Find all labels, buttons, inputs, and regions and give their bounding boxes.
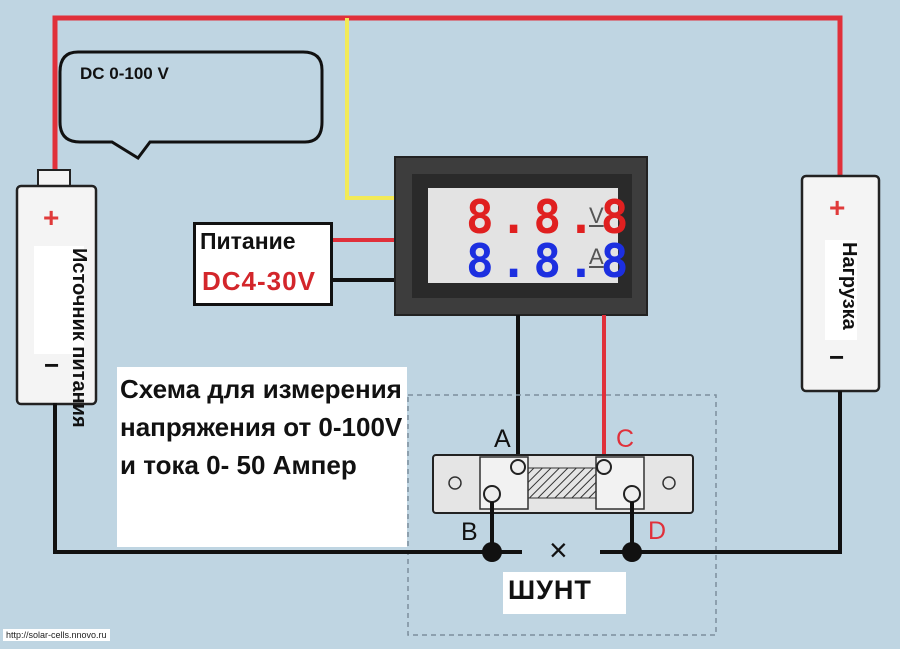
shunt-mount-hole-right [662, 476, 676, 490]
source-minus-sign: − [44, 350, 60, 380]
break-x-mark: × [549, 532, 568, 568]
source-label: Источник питания [68, 248, 90, 428]
voltage-unit: V [589, 203, 604, 228]
load-minus-sign: − [829, 342, 845, 372]
point-b-label: B [461, 518, 478, 546]
load-label-panel [825, 240, 857, 340]
voltage-display: 8.8.8 [466, 190, 635, 244]
power-supply-title: Питание [200, 228, 296, 254]
shunt-mount-hole-left [448, 476, 462, 490]
junction-d [622, 542, 642, 562]
bubble-text: DC 0-100 V [80, 64, 169, 83]
source-url: http://solar-cells.nnovo.ru [3, 629, 110, 641]
point-d-label: D [648, 517, 667, 545]
terminal-b [483, 485, 501, 503]
terminal-d [623, 485, 641, 503]
junction-b [482, 542, 502, 562]
terminal-c [596, 459, 612, 475]
point-a-label: A [494, 425, 511, 453]
description-text: Схема для измерения напряжения от 0-100V… [120, 374, 403, 480]
voltage-sense-wire [345, 18, 398, 200]
load-negative-wire [630, 391, 842, 554]
meter-screen [428, 188, 618, 283]
power-supply-range: DC4-30V [202, 266, 316, 296]
shunt-area-frame [407, 394, 717, 636]
source-label-panel [34, 246, 84, 354]
positive-wire-top [52, 15, 843, 178]
load-plus-sign: + [829, 192, 846, 223]
terminal-a [510, 459, 526, 475]
point-c-label: C [616, 425, 635, 453]
load-label: Нагрузка [838, 242, 860, 330]
shunt-label: ШУНТ [508, 575, 592, 605]
shunt-label-panel [503, 572, 626, 614]
shunt-resistive-element [527, 467, 597, 499]
callout-bubble [58, 50, 324, 160]
source-plus-sign: + [43, 202, 60, 233]
description-panel [117, 367, 407, 547]
current-display: 8.8.8 [466, 234, 635, 288]
source-negative-wire [53, 403, 494, 554]
power-supply-box [193, 222, 333, 306]
current-unit: A [589, 244, 604, 269]
